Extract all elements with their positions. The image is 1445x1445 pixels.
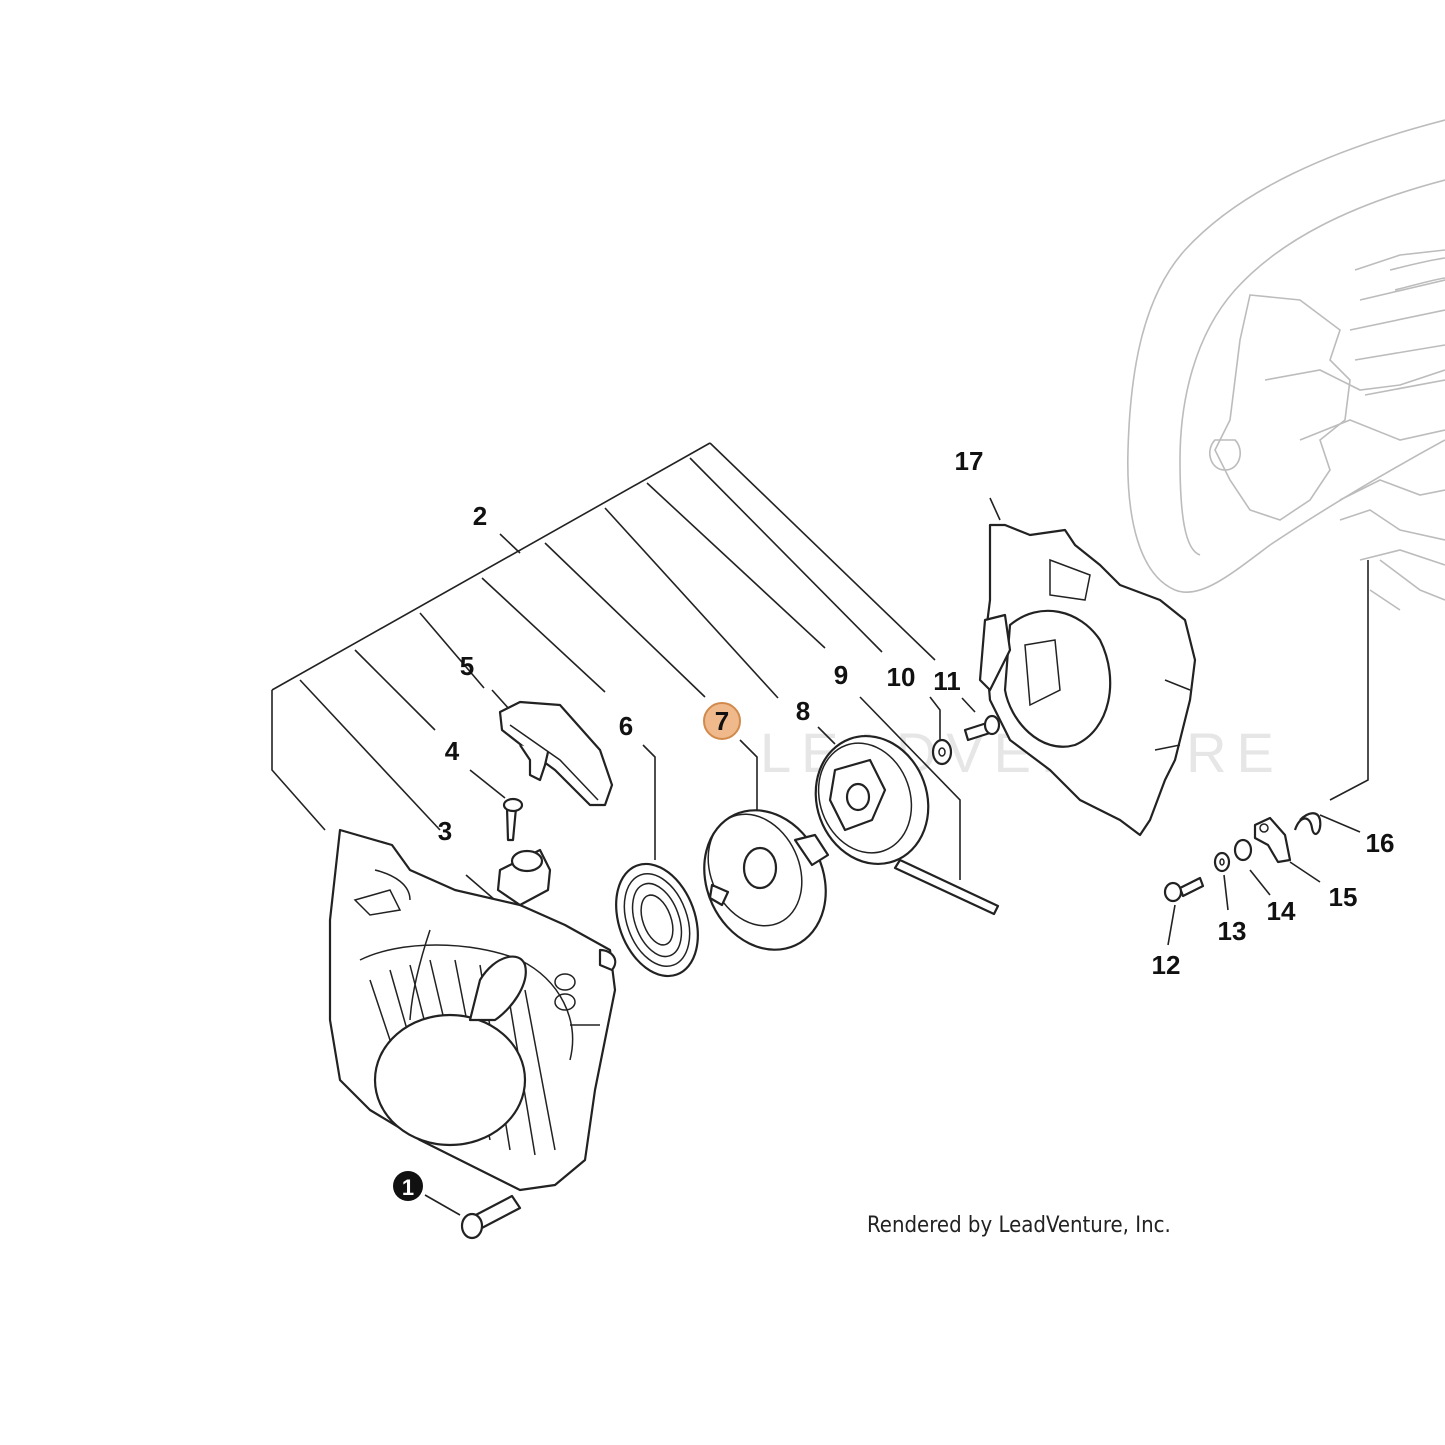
reference-marker-1: 1	[393, 1171, 423, 1201]
callout-9[interactable]: 9	[834, 660, 848, 690]
spring-housing-part[interactable]	[682, 790, 848, 970]
callout-6[interactable]: 6	[619, 711, 633, 741]
callout-8[interactable]: 8	[796, 696, 810, 726]
callout-10[interactable]: 10	[887, 662, 916, 692]
callout-13[interactable]: 13	[1218, 916, 1247, 946]
rope-rotor-part[interactable]	[798, 720, 946, 880]
callout-17[interactable]: 17	[955, 446, 984, 476]
assembly-leader-lines	[271, 442, 936, 831]
fan-housing-part[interactable]	[978, 523, 1197, 837]
screw-12-part[interactable]	[1163, 876, 1205, 903]
bolt-part[interactable]	[460, 1194, 522, 1240]
starter-rope-part[interactable]	[893, 858, 1000, 916]
bracket-part[interactable]	[1253, 816, 1292, 864]
callout-3[interactable]: 3	[438, 816, 452, 846]
reference-marker-number: 1	[402, 1175, 414, 1200]
render-credit: Rendered by LeadVenture, Inc.	[867, 1213, 1171, 1238]
rope-guide-part[interactable]	[496, 848, 552, 907]
washer-part[interactable]	[931, 738, 953, 766]
callout-2[interactable]: 2	[473, 501, 487, 531]
sleeve-part[interactable]	[1233, 838, 1253, 862]
highlight-marker-7[interactable]	[703, 702, 741, 740]
callout-11[interactable]: 11	[933, 666, 961, 696]
callout-5[interactable]: 5	[460, 651, 474, 681]
callout-labels: 2 3 4 5 6 7 8 9 10 11 12 13 14 15 16 17	[438, 446, 1395, 980]
washer-13-part[interactable]	[1213, 851, 1231, 873]
rotor-screw-part[interactable]	[963, 714, 1001, 742]
spring-clip-part[interactable]	[1293, 812, 1322, 836]
callout-15[interactable]: 15	[1329, 882, 1358, 912]
starter-handle-part[interactable]	[498, 700, 614, 807]
background-engine-outline	[1127, 119, 1445, 611]
callout-16[interactable]: 16	[1366, 828, 1395, 858]
callout-7[interactable]: 7	[715, 706, 729, 736]
callout-14[interactable]: 14	[1267, 896, 1296, 926]
rewind-spring-part[interactable]	[601, 853, 712, 988]
starter-housing-part[interactable]	[328, 828, 617, 1192]
callout-4[interactable]: 4	[445, 736, 460, 766]
screw-part[interactable]	[502, 797, 524, 842]
callout-12[interactable]: 12	[1152, 950, 1181, 980]
part-leader-lines	[424, 497, 1369, 1216]
